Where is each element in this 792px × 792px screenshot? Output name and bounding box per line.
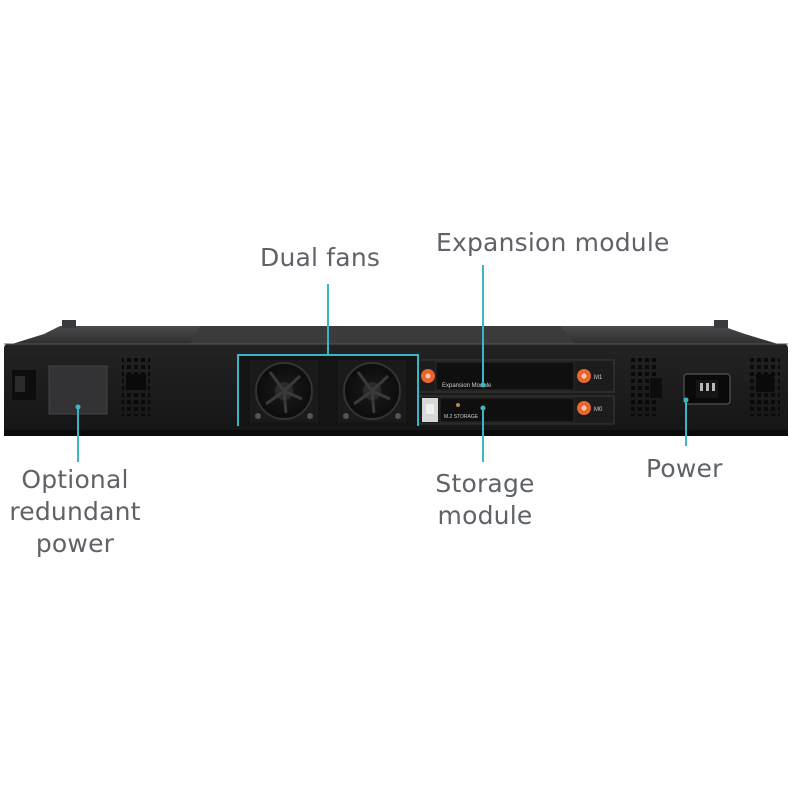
callout-line-2: module (437, 501, 533, 530)
callout-line-1: Optional (21, 465, 129, 494)
callout-power: Power (646, 454, 723, 483)
callout-dual-fans: Dual fans (260, 243, 381, 272)
redundant-power-bay (12, 358, 150, 416)
power-inlet-area (628, 356, 780, 416)
callout-lines (75, 265, 689, 462)
storage-module-slot: M.2 STORAGE M0 (417, 395, 615, 425)
fan-assembly (238, 356, 418, 426)
expansion-slot-label: Expansion Module (442, 383, 492, 389)
fan-left (250, 360, 318, 422)
slot-m1-label: M1 (594, 375, 603, 381)
callout-line-1: Storage (435, 469, 535, 498)
callout-expansion-module: Expansion module (436, 228, 670, 257)
slot-m0-label: M0 (594, 407, 603, 413)
callout-line-3: power (35, 529, 115, 558)
callout-optional-redundant-power: Optional redundant power (0, 464, 150, 560)
storage-slot-label: M.2 STORAGE (444, 414, 479, 420)
callout-storage-module: Storage module (430, 468, 540, 532)
callout-line-2: redundant (9, 497, 141, 526)
fan-right (338, 360, 406, 422)
expansion-module-slot: Expansion Module M1 (417, 359, 615, 393)
